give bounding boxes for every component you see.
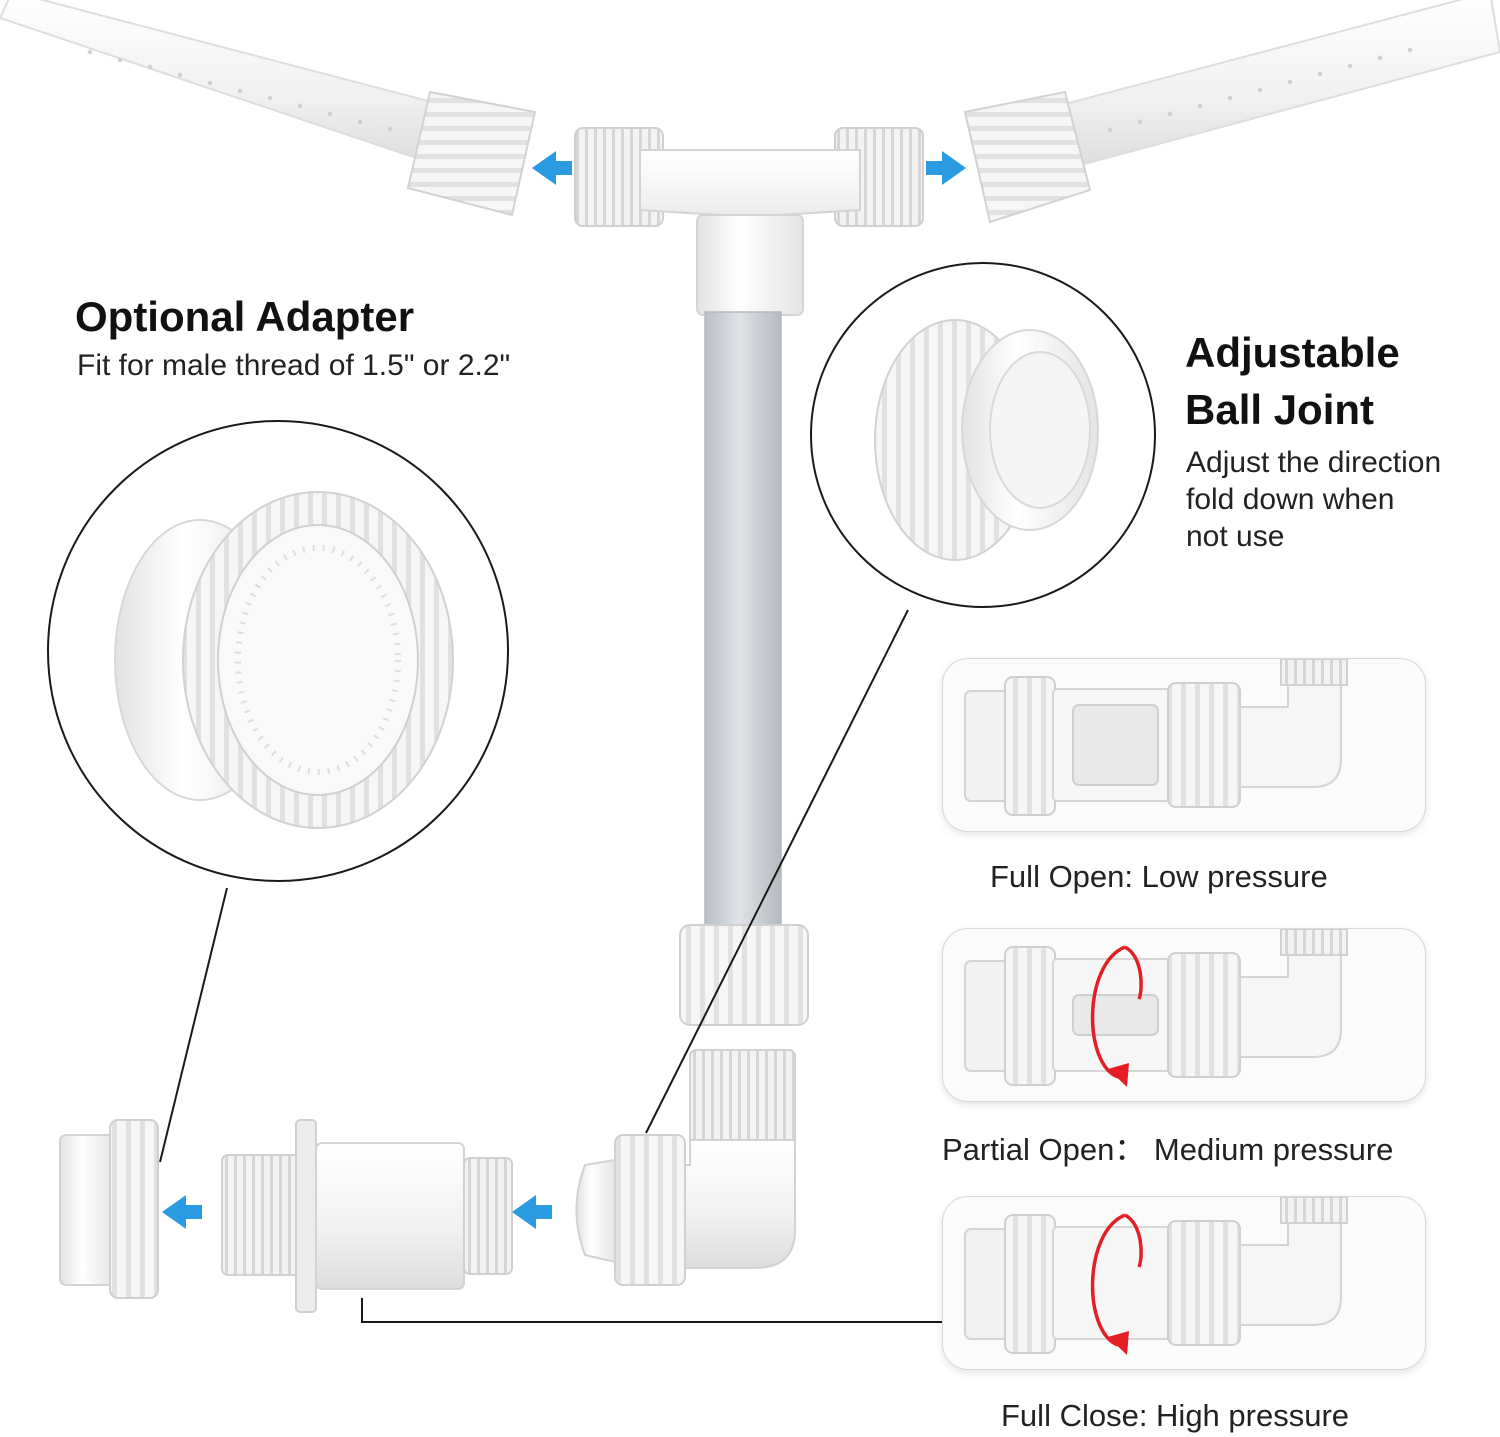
rotate-arrow-icon [1090,945,1143,1087]
pressure-panel-partial-open [942,928,1426,1102]
valve-thread [1280,659,1348,686]
arrow-left-icon [532,151,572,185]
union-nut [679,924,809,1026]
valve-thread [1280,929,1348,956]
valve-nut [1167,952,1241,1078]
ball-joint-title-line2: Ball Joint [1185,386,1375,433]
ball-joint-description-line3: not use [1186,520,1285,553]
valve-body [1052,1226,1184,1340]
valve-illustration [964,1197,1348,1355]
valve-nut [1004,946,1056,1086]
valve-illustration [964,659,1348,816]
pressure-caption-partial-open: Partial Open： Medium pressure [942,1132,1394,1167]
optional-adapter-description: Fit for male thread of 1.5" or 2.2" [77,349,511,382]
valve-thread [1280,1197,1348,1224]
rotate-arrow-icon [1090,1213,1143,1355]
valve-nut [1004,1214,1056,1354]
valve-body [221,1119,513,1313]
y-connector [574,127,924,316]
ball-joint-description-line2: fold down when [1186,483,1395,516]
pressure-caption-full-close: Full Close: High pressure [1001,1398,1350,1433]
elbow-fitting [575,1049,796,1286]
pressure-panel-full-close [942,1196,1426,1370]
right-spray-arm [963,0,1500,224]
ball-joint-detail-circle [810,262,1156,608]
adapter-detail-circle [47,420,509,882]
ball-joint-title-line1: Adjustable [1185,329,1400,376]
leader-lines [159,609,942,1323]
vertical-pipe [704,311,782,943]
valve-elbow [1239,1197,1342,1326]
arrow-right-icon [926,151,966,185]
pressure-panel-full-open [942,658,1426,832]
valve-opening [1072,704,1159,786]
adapter-piece [59,1119,159,1299]
valve-nut [1004,676,1056,816]
valve-illustration [964,929,1348,1087]
valve-elbow [1239,929,1342,1058]
valve-opening [1072,994,1159,1036]
valve-elbow [1239,659,1342,788]
left-spray-arm [0,0,537,217]
valve-nut [1167,1220,1241,1346]
arrow-left-icon [512,1195,552,1229]
valve-nut [1167,682,1241,808]
pressure-caption-full-open: Full Open: Low pressure [990,859,1328,894]
optional-adapter-title: Optional Adapter [75,293,415,340]
arrow-left-icon [162,1195,202,1229]
ball-joint-description-line1: Adjust the direction [1186,446,1442,479]
